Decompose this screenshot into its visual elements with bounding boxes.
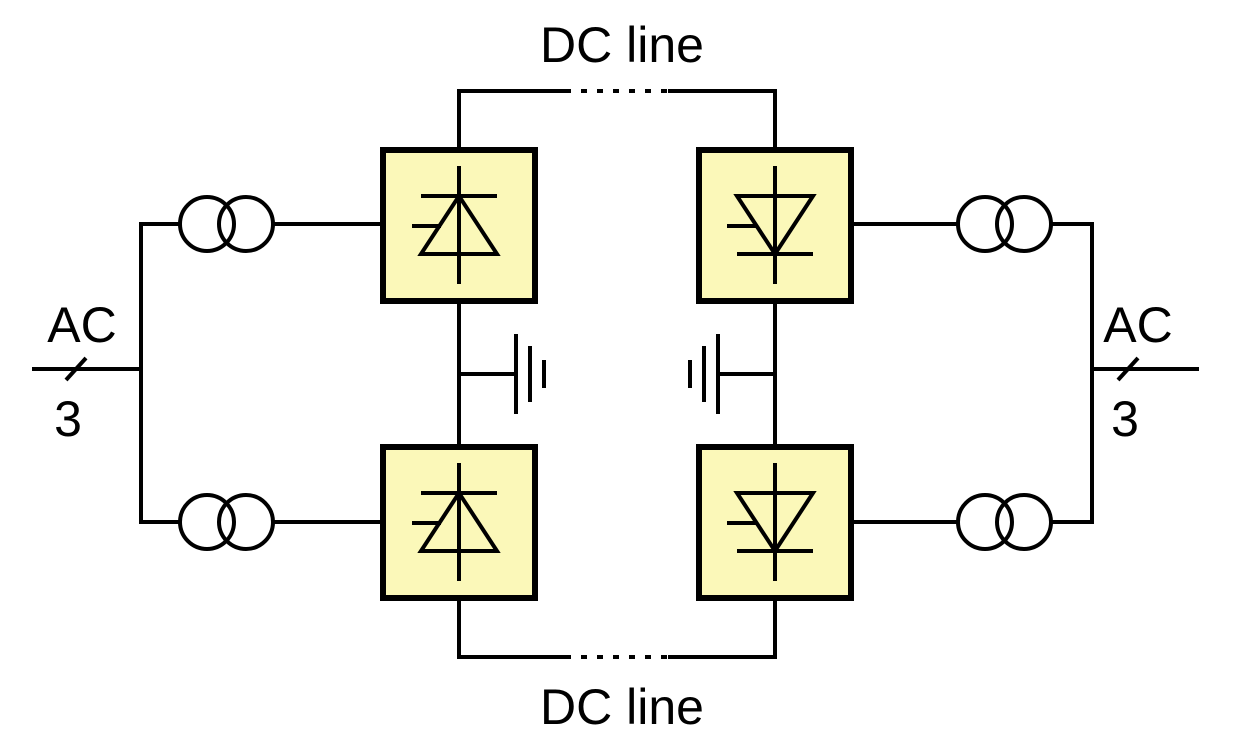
ground-right-icon — [688, 334, 720, 414]
ac-right-label: AC — [1103, 297, 1172, 353]
midpoint-left — [457, 301, 516, 447]
dc-line-top — [457, 89, 777, 150]
transformer-top-left-icon — [178, 195, 383, 253]
transformer-top-right-icon — [852, 195, 1053, 253]
converter-bottom-right — [696, 444, 854, 601]
ac-right-phases-label: 3 — [1111, 391, 1139, 447]
phase-tick-right — [1116, 356, 1140, 382]
transformer-bottom-left-icon — [178, 493, 383, 551]
ac-left-phases-label: 3 — [54, 391, 82, 447]
ground-left-icon — [514, 334, 546, 414]
ac-bus-right — [1052, 222, 1199, 524]
thyristor-down-icon — [727, 463, 817, 581]
converter-top-left — [380, 147, 538, 304]
phase-tick-left — [64, 356, 88, 382]
converter-bottom-left — [380, 444, 538, 601]
dc-line-top-label: DC line — [540, 17, 704, 73]
thyristor-up-icon — [412, 166, 501, 284]
ac-bus-left — [32, 222, 180, 524]
dc-line-bottom-label: DC line — [540, 679, 704, 735]
thyristor-up-icon — [412, 463, 501, 581]
ac-left-label: AC — [47, 297, 116, 353]
thyristor-down-icon — [727, 166, 817, 284]
transformer-bottom-right-icon — [852, 493, 1053, 551]
midpoint-right — [718, 301, 777, 447]
converter-top-right — [696, 147, 854, 304]
dc-line-bottom — [457, 598, 777, 659]
